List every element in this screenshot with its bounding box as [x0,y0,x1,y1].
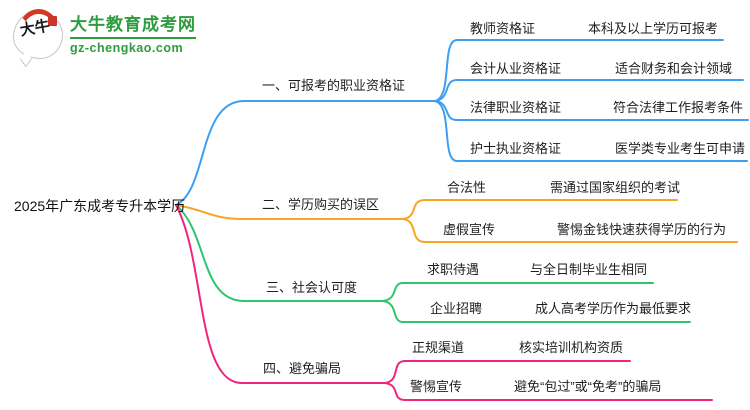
branch-2-trunk-edge [175,204,404,220]
branch-1-child-1-label: 教师资格证 [470,21,536,36]
branch-2-child-1-value: 需通过国家组织的考试 [550,180,681,195]
branch-2-child-2-value: 警惕金钱快速获得学历的行为 [557,222,727,237]
branch-3-child-2-edge [382,300,691,323]
branch-1-child-4-edge [434,100,748,162]
branch-1-child-1-edge [434,39,724,102]
branch-1-child-2-edge [434,79,744,102]
branch-1-child-3-value: 符合法律工作报考条件 [613,100,744,115]
branch-4-trunk-edge [175,204,386,384]
branch-4-label: 四、避免骗局 [263,361,342,376]
branch-3-child-2-value: 成人高考学历作为最低要求 [535,301,692,316]
branch-1-label: 一、可报考的职业资格证 [262,78,406,93]
logo-site-name: 大牛教育成考网 [70,14,196,34]
branch-1-child-1-value: 本科及以上学历可报考 [588,21,719,36]
branch-2-child-1-label: 合法性 [447,180,487,195]
branch-4-child-2-label: 警惕宣传 [410,379,463,394]
branch-2-label: 二、学历购买的误区 [262,197,380,212]
branch-1-child-3-label: 法律职业资格证 [470,100,562,115]
branch-1-child-4-label: 护士执业资格证 [470,141,562,156]
branch-1-trunk-edge [175,100,436,206]
branch-4-child-2-value: 避免“包过”或“免考”的骗局 [514,379,662,394]
branch-4-child-1-value: 核实培训机构资质 [519,340,624,355]
branch-1-child-2-label: 会计从业资格证 [470,61,562,76]
branch-3-child-1-label: 求职待遇 [427,262,480,277]
branch-3-child-1-value: 与全日制毕业生相同 [530,262,648,277]
branch-1-child-4-value: 医学类专业考生可申请 [615,141,746,156]
logo-text-block: 大牛教育成考网 gz-chengkao.com [70,15,196,56]
branch-3-label: 三、社会认可度 [266,280,358,295]
logo-site-domain: gz-chengkao.com [70,36,196,56]
branch-3-child-2-label: 企业招聘 [430,301,483,316]
site-logo[interactable]: 大牛 大牛教育成考网 gz-chengkao.com [13,6,196,68]
branch-3-trunk-edge [175,204,384,302]
branch-4-child-2-edge [384,382,713,401]
branch-4-child-1-label: 正规渠道 [412,340,465,355]
branch-2-child-2-label: 虚假宣传 [443,222,496,237]
root-node: 2025年广东成考专升本学历 [14,198,186,214]
logo-seal-text: 大牛 [18,16,52,40]
branch-3-child-1-edge [382,282,654,302]
branch-2-child-1-edge [402,199,678,220]
logo-seal-icon: 大牛 [13,6,63,68]
branch-2-child-2-edge [402,218,738,243]
branch-1-child-2-value: 适合财务和会计领域 [615,61,733,76]
branch-4-child-1-edge [384,360,631,384]
logo-red-stamp-icon [48,16,57,26]
